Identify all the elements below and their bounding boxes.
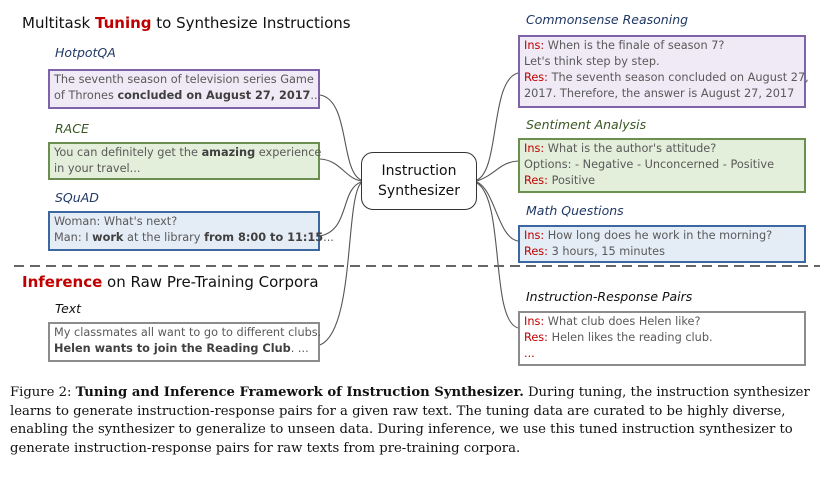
commonsense-ins: Ins: When is the finale of season 7? — [524, 39, 725, 52]
pairs-box: Ins: What club does Helen like? Res: Hel… — [518, 311, 806, 366]
hotpotqa-line-1: The seventh season of television series … — [54, 73, 314, 86]
pairs-res: Res: Helen likes the reading club. — [524, 331, 713, 344]
center-line-1: Instruction — [381, 163, 457, 179]
text-line-1: My classmates all want to go to differen… — [54, 326, 322, 339]
squad-line-2: Man: I work at the library from 8:00 to … — [54, 231, 334, 244]
tuning-heading: Multitask Tuning to Synthesize Instructi… — [22, 14, 351, 32]
math-res: Res: 3 hours, 15 minutes — [524, 245, 665, 258]
caption-body: During tuning, the instruction synthesiz… — [10, 385, 810, 456]
center-line-2: Synthesizer — [378, 183, 460, 199]
squad-line-1: Woman: What's next? — [54, 215, 178, 228]
hotpotqa-line-2: of Thrones concluded on August 27, 2017.… — [54, 89, 322, 102]
caption-title: Tuning and Inference Framework of Instru… — [75, 385, 524, 400]
race-box: You can definitely get the amazing exper… — [48, 142, 322, 180]
race-line-2: in your travel... — [54, 162, 141, 175]
pairs-more: ... — [524, 347, 535, 360]
sentiment-label: Sentiment Analysis — [526, 117, 647, 132]
sentiment-box: Ins: What is the author's attitude? Opti… — [518, 138, 806, 193]
commonsense-ins-2: Let's think step by step. — [524, 55, 660, 68]
instruction-synthesizer-box: Instruction Synthesizer — [361, 152, 477, 210]
inference-heading: Inference on Raw Pre-Training Corpora — [22, 273, 319, 291]
math-box: Ins: How long does he work in the mornin… — [518, 225, 806, 263]
hotpotqa-label: HotpotQA — [55, 45, 116, 60]
commonsense-res-2: 2017. Therefore, the answer is August 27… — [524, 87, 795, 100]
sentiment-options: Options: - Negative - Unconcerned - Posi… — [524, 158, 775, 171]
text-line-2: Helen wants to join the Reading Club. ..… — [54, 342, 309, 355]
commonsense-label: Commonsense Reasoning — [526, 12, 689, 27]
math-ins: Ins: How long does he work in the mornin… — [524, 229, 773, 242]
raw-text-box: My classmates all want to go to differen… — [48, 322, 322, 362]
commonsense-res: Res: The seventh season concluded on Aug… — [524, 71, 809, 84]
pairs-ins: Ins: What club does Helen like? — [524, 315, 701, 328]
sentiment-ins: Ins: What is the author's attitude? — [524, 142, 717, 155]
text-label: Text — [55, 301, 82, 316]
squad-label: SQuAD — [55, 190, 99, 205]
figure-caption: Figure 2: Tuning and Inference Framework… — [10, 384, 826, 458]
math-label: Math Questions — [526, 203, 624, 218]
hotpotqa-box: The seventh season of television series … — [48, 69, 322, 109]
pairs-label: Instruction-Response Pairs — [526, 289, 693, 304]
race-line-1: You can definitely get the amazing exper… — [54, 146, 322, 159]
squad-box: Woman: What's next? Man: I work at the l… — [48, 211, 334, 251]
race-label: RACE — [55, 121, 89, 136]
sentiment-res: Res: Positive — [524, 174, 596, 187]
caption-figure-number: Figure 2: — [10, 385, 76, 400]
commonsense-box: Ins: When is the finale of season 7? Let… — [518, 35, 809, 108]
